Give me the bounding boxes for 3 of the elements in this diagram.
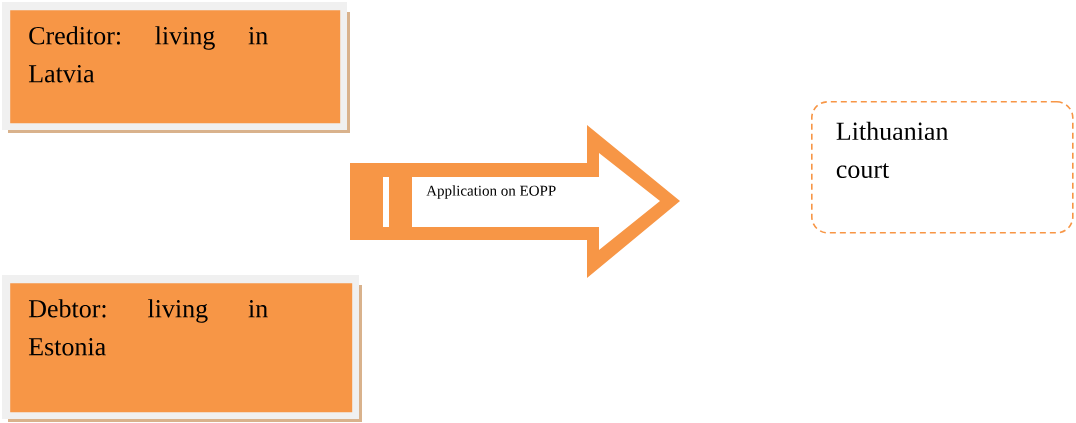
text-box: Debtor: living in Estonia <box>2 275 362 422</box>
rounded-box: Lithuanian court <box>811 101 1074 234</box>
text-box: Creditor: living in Latvia <box>2 2 350 133</box>
